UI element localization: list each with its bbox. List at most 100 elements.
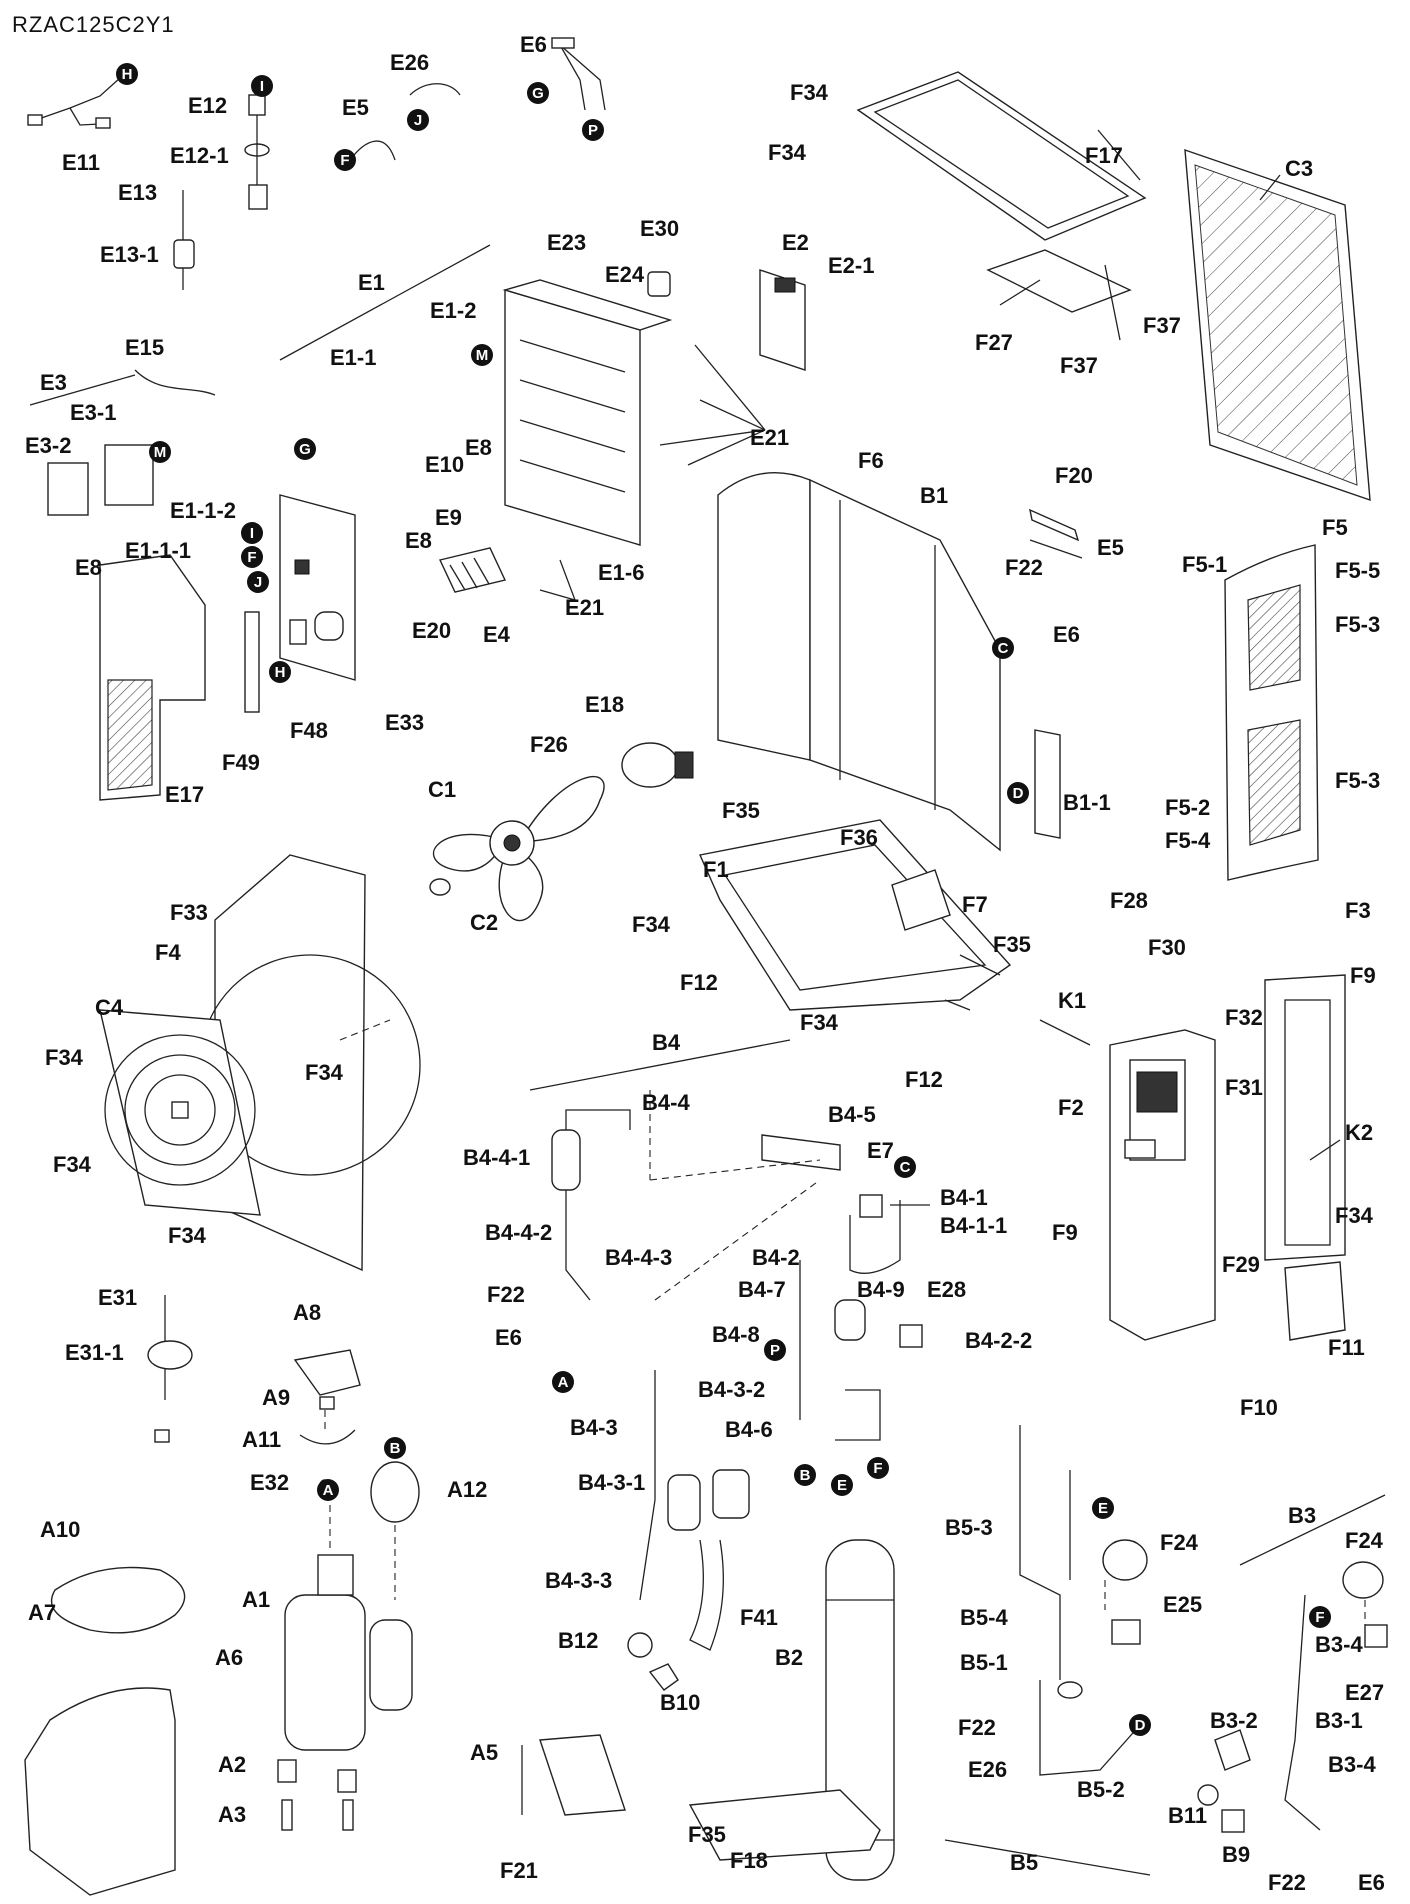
- label-b4-4-1: B4-4-1: [463, 1145, 530, 1170]
- label-f26: F26: [530, 732, 568, 757]
- label-b4-3-3: B4-3-3: [545, 1568, 612, 1593]
- e3-group-line: [29, 374, 136, 406]
- label-e1-1: E1-1: [330, 345, 376, 370]
- label-f35-b: F35: [993, 932, 1031, 957]
- part-f20: [1029, 508, 1083, 559]
- label-e21-b: E21: [565, 595, 604, 620]
- label-f49: F49: [222, 750, 260, 775]
- part-e11-harness: [27, 77, 121, 129]
- svg-text:F: F: [873, 1460, 882, 1477]
- marker-g-1: G: [527, 82, 549, 104]
- label-f12-b: F12: [905, 1067, 943, 1092]
- label-e11: E11: [62, 150, 100, 175]
- label-f29: F29: [1222, 1252, 1260, 1277]
- label-f2: F2: [1058, 1095, 1084, 1120]
- svg-text:B: B: [390, 1440, 401, 1457]
- label-e10: E10: [425, 452, 464, 477]
- part-e12-connector: [244, 94, 270, 210]
- label-f34-c: F34: [632, 912, 671, 937]
- label-f22-c: F22: [958, 1715, 996, 1740]
- label-e13: E13: [118, 180, 157, 205]
- svg-text:G: G: [532, 85, 544, 102]
- svg-text:I: I: [260, 78, 264, 95]
- label-e8-b: E8: [465, 435, 492, 460]
- part-b4-piping: [551, 1109, 923, 1601]
- svg-text:A: A: [558, 1374, 569, 1391]
- label-e3-2: E3-2: [25, 433, 71, 458]
- label-e15: E15: [125, 335, 164, 360]
- label-e33: E33: [385, 710, 424, 735]
- part-c2-nut: [429, 878, 451, 896]
- label-b5-3: B5-3: [945, 1515, 993, 1540]
- label-e18: E18: [585, 692, 624, 717]
- label-f30: F30: [1148, 935, 1186, 960]
- label-f22-a: F22: [1005, 555, 1043, 580]
- label-f17: F17: [1085, 143, 1123, 168]
- marker-f-4: F: [1309, 1606, 1331, 1628]
- label-f48: F48: [290, 718, 328, 743]
- label-a11: A11: [242, 1427, 281, 1452]
- label-e32: E32: [250, 1470, 289, 1495]
- label-e1: E1: [358, 270, 385, 295]
- label-f34-b: F34: [768, 140, 807, 165]
- svg-text:J: J: [254, 574, 262, 591]
- label-e4: E4: [483, 622, 511, 647]
- svg-text:H: H: [275, 664, 286, 681]
- label-b1-1: B1-1: [1063, 790, 1111, 815]
- label-f9-a: F9: [1350, 963, 1376, 988]
- part-f5-side-panel: [1224, 544, 1319, 881]
- e1-group-line: [279, 244, 491, 361]
- label-f22-b: F22: [487, 1282, 525, 1307]
- label-e13-1: E13-1: [100, 242, 159, 267]
- label-k1: K1: [1058, 988, 1086, 1013]
- svg-text:F: F: [247, 549, 256, 566]
- label-f22-d: F22: [1268, 1870, 1306, 1895]
- label-f18: F18: [730, 1848, 768, 1873]
- label-c2: C2: [470, 910, 498, 935]
- label-a9: A9: [262, 1385, 290, 1410]
- marker-i-1: I: [251, 75, 273, 97]
- label-b4-3-2: B4-3-2: [698, 1377, 765, 1402]
- marker-c-2: C: [894, 1156, 916, 1178]
- label-b4-9: B4-9: [857, 1277, 905, 1302]
- svg-text:B: B: [800, 1467, 811, 1484]
- label-e6-b4: E6: [495, 1325, 522, 1350]
- part-a10-lid: [50, 1566, 186, 1634]
- label-f34-e: F34: [1335, 1203, 1374, 1228]
- label-b4-5: B4-5: [828, 1102, 876, 1127]
- b5-group-line: [944, 1839, 1151, 1876]
- part-f2-front-panel: [1109, 1029, 1216, 1341]
- part-e31-coil: [147, 1295, 193, 1443]
- label-e1-1-2: E1-1-2: [170, 498, 236, 523]
- svg-text:H: H: [122, 66, 133, 83]
- label-e8-a: E8: [75, 555, 102, 580]
- marker-a-2: A: [317, 1479, 339, 1501]
- label-f35-c: F35: [688, 1822, 726, 1847]
- label-e8-c: E8: [405, 528, 432, 553]
- label-f10: F10: [1240, 1395, 1278, 1420]
- leader-lines: [539, 129, 1341, 1206]
- marker-f-2: F: [241, 546, 263, 568]
- part-e4-heatsink: [439, 547, 506, 593]
- label-f36: F36: [840, 825, 878, 850]
- label-b4-3: B4-3: [570, 1415, 618, 1440]
- label-f31: F31: [1225, 1075, 1263, 1100]
- label-e2: E2: [782, 230, 809, 255]
- label-f24-a: F24: [1160, 1530, 1199, 1555]
- label-c3: C3: [1285, 156, 1313, 181]
- marker-b-2: B: [794, 1464, 816, 1486]
- connection-markers: H I F J G P M M G I F J H C D A C P B E …: [116, 63, 1331, 1736]
- part-thermistors-top: [349, 37, 606, 161]
- label-f34-a: F34: [790, 80, 829, 105]
- marker-h-1: H: [116, 63, 138, 85]
- label-e5-top: E5: [342, 95, 369, 120]
- label-f34-d: F34: [800, 1010, 839, 1035]
- label-a1: A1: [242, 1587, 270, 1612]
- label-f34-h: F34: [53, 1152, 92, 1177]
- label-f5-3-b: F5-3: [1335, 768, 1380, 793]
- label-b5-4: B5-4: [960, 1605, 1008, 1630]
- label-b4-8: B4-8: [712, 1322, 760, 1347]
- label-f5-5: F5-5: [1335, 558, 1380, 583]
- label-e1-6: E1-6: [598, 560, 644, 585]
- part-f18-plate: [688, 1789, 881, 1861]
